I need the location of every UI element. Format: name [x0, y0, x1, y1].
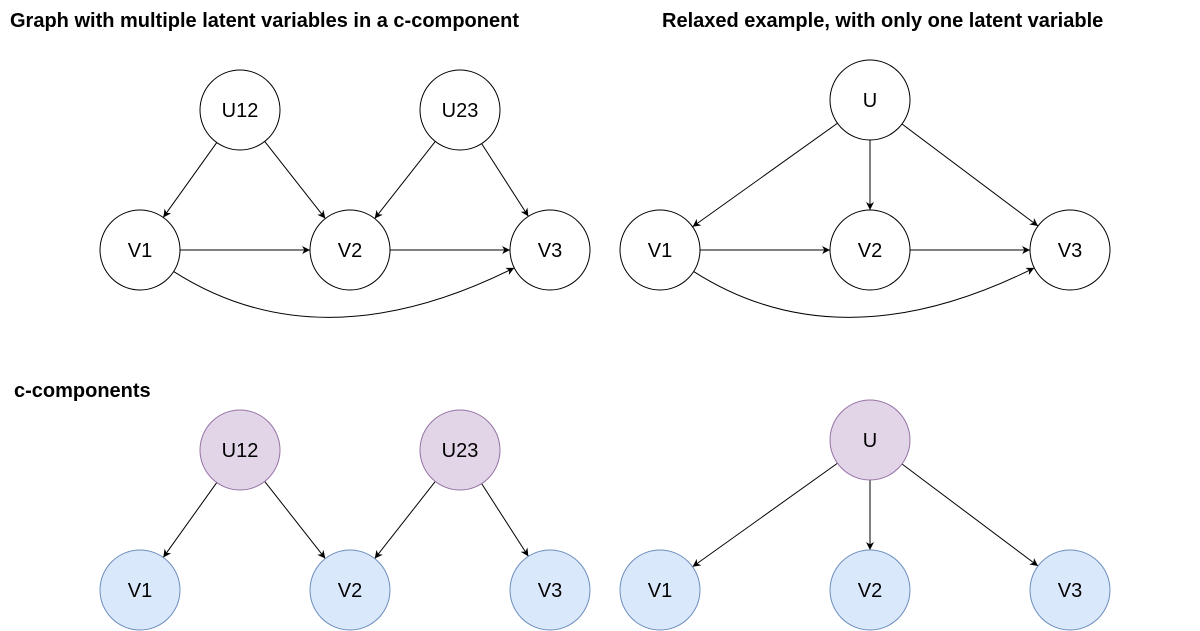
- node-v2: V2: [309, 549, 391, 631]
- edge-u-to-v3: [901, 463, 1039, 567]
- node-u12: U12: [199, 69, 281, 151]
- node-v3: V3: [509, 549, 591, 631]
- edge-u12-to-v1: [162, 142, 218, 218]
- edge-u-to-v1: [692, 462, 838, 568]
- node-label: V1: [128, 240, 152, 262]
- node-circle: [309, 549, 391, 631]
- node-circle: [1029, 549, 1111, 631]
- edge-u23-to-v3: [481, 143, 529, 217]
- node-v3: V3: [1029, 549, 1111, 631]
- node-label: V1: [648, 580, 672, 602]
- edge-v1-to-v3: [173, 267, 515, 318]
- node-label: U: [863, 430, 877, 452]
- node-label: U23: [442, 100, 479, 122]
- node-circle: [509, 549, 591, 631]
- node-label: V2: [338, 240, 362, 262]
- node-circle: [619, 549, 701, 631]
- node-label: V1: [648, 240, 672, 262]
- node-circle: [619, 209, 701, 291]
- node-label: U12: [222, 100, 259, 122]
- node-label: V2: [858, 580, 882, 602]
- edge-u23-to-v3: [481, 483, 529, 557]
- node-v2: V2: [829, 209, 911, 291]
- node-circle: [1029, 209, 1111, 291]
- node-circle: [99, 549, 181, 631]
- node-v1: V1: [619, 209, 701, 291]
- node-label: U12: [222, 440, 259, 462]
- node-label: U: [863, 90, 877, 112]
- node-u12: U12: [199, 409, 281, 491]
- node-label: U23: [442, 440, 479, 462]
- node-v2: V2: [829, 549, 911, 631]
- node-circle: [99, 209, 181, 291]
- node-u: U: [829, 59, 911, 141]
- node-circle: [199, 69, 281, 151]
- node-circle: [419, 409, 501, 491]
- title-multi-latent: Graph with multiple latent variables in …: [10, 10, 519, 32]
- node-v1: V1: [619, 549, 701, 631]
- node-circle: [199, 409, 281, 491]
- node-label: V2: [858, 240, 882, 262]
- node-circle: [509, 209, 591, 291]
- node-v3: V3: [1029, 209, 1111, 291]
- node-label: V3: [1058, 240, 1082, 262]
- diagram-c-components-relaxed: U V1 V2 V3: [619, 399, 1111, 631]
- edge-u-to-v1: [692, 122, 838, 228]
- node-v1: V1: [99, 209, 181, 291]
- node-label: V3: [538, 240, 562, 262]
- node-circle: [829, 399, 911, 481]
- node-circle: [309, 209, 391, 291]
- node-v3: V3: [509, 209, 591, 291]
- edge-u12-to-v2: [264, 141, 326, 219]
- edge-u12-to-v1: [162, 482, 218, 558]
- node-circle: [829, 209, 911, 291]
- node-u23: U23: [419, 409, 501, 491]
- node-circle: [829, 59, 911, 141]
- edge-v1-to-v3: [693, 267, 1035, 318]
- node-label: V2: [338, 580, 362, 602]
- diagram-relaxed: U V1 V2 V3: [619, 59, 1111, 318]
- node-label: V1: [128, 580, 152, 602]
- edge-u-to-v3: [901, 123, 1039, 227]
- node-u: U: [829, 399, 911, 481]
- node-label: V3: [1058, 580, 1082, 602]
- node-label: V3: [538, 580, 562, 602]
- edge-u23-to-v2: [374, 481, 436, 559]
- edge-u23-to-v2: [374, 141, 436, 219]
- edge-u12-to-v2: [264, 481, 326, 559]
- node-v1: V1: [99, 549, 181, 631]
- node-circle: [419, 69, 501, 151]
- title-relaxed: Relaxed example, with only one latent va…: [662, 10, 1103, 32]
- node-circle: [829, 549, 911, 631]
- node-v2: V2: [309, 209, 391, 291]
- title-c-components: c-components: [14, 380, 151, 402]
- node-u23: U23: [419, 69, 501, 151]
